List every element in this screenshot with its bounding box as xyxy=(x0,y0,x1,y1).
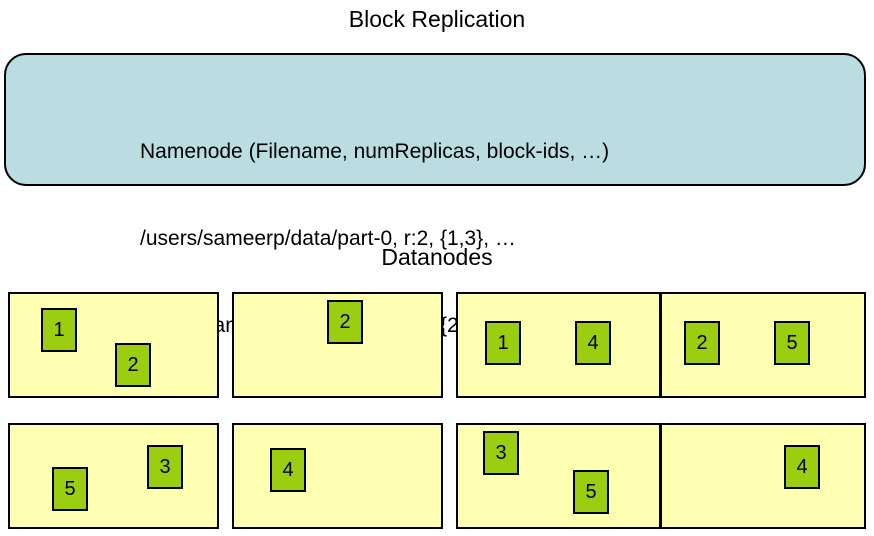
block-1: 1 xyxy=(41,308,77,352)
block-5: 5 xyxy=(774,321,810,365)
block-2: 2 xyxy=(684,321,720,365)
datanode-8: 4 xyxy=(660,423,866,529)
block-5: 5 xyxy=(52,467,88,511)
block-5: 5 xyxy=(573,470,609,514)
datanodes-label: Datanodes xyxy=(381,244,493,270)
namenode-panel: Namenode (Filename, numReplicas, block-i… xyxy=(4,53,866,337)
block-3: 3 xyxy=(147,445,183,489)
block-4: 4 xyxy=(575,321,611,365)
namenode-file-line-1: /users/sameerp/data/part-0, r:2, {1,3}, … xyxy=(140,227,516,250)
block-3: 3 xyxy=(483,431,519,475)
page-title: Block Replication xyxy=(348,6,526,32)
block-4: 4 xyxy=(784,445,820,489)
block-4: 4 xyxy=(270,448,306,492)
datanode-6: 4 xyxy=(232,423,443,529)
block-1: 1 xyxy=(485,321,521,365)
block-2: 2 xyxy=(115,343,151,387)
block-2: 2 xyxy=(327,300,363,344)
datanode-2: 2 xyxy=(232,292,443,398)
namenode-header-line: Namenode (Filename, numReplicas, block-i… xyxy=(140,140,610,163)
